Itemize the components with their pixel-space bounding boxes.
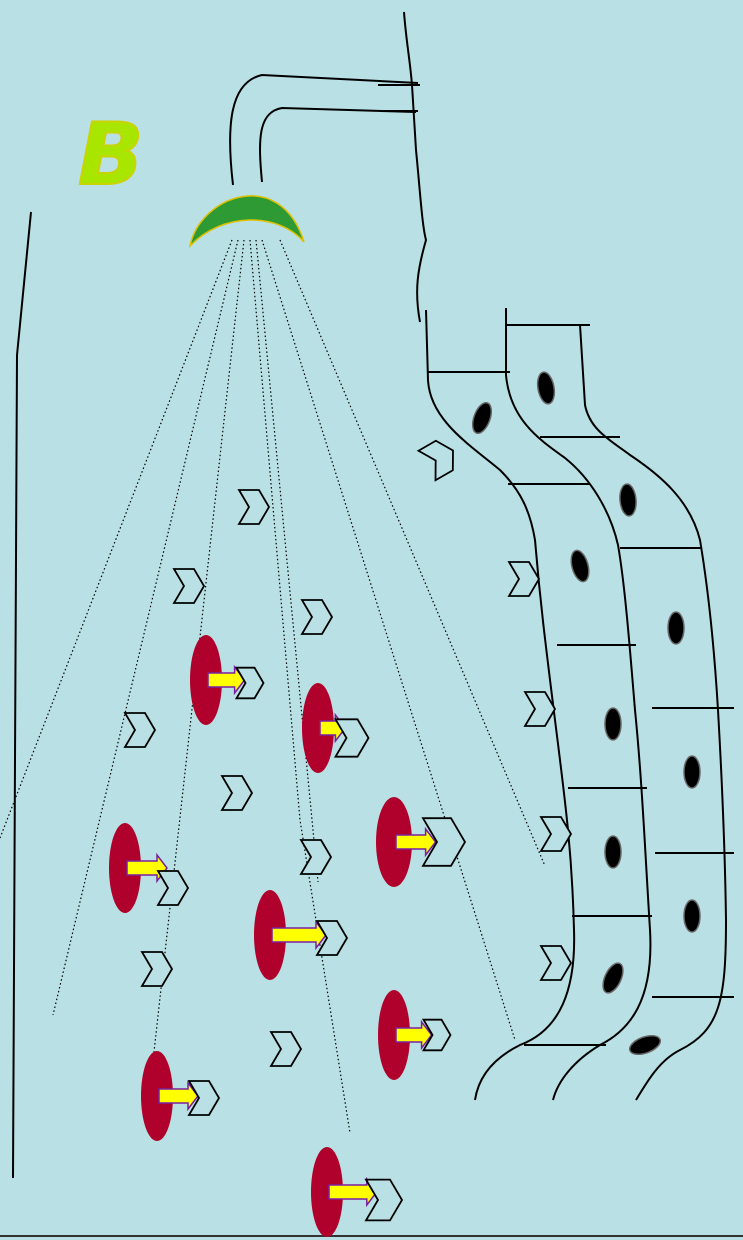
open-chevron-icon [172, 568, 206, 604]
open-chevron-icon [300, 599, 334, 635]
spray-lines [0, 239, 546, 1134]
open-chevron-icon [299, 839, 333, 875]
cell-nucleus-icon [604, 835, 622, 869]
cell-nucleus-icon [471, 401, 493, 435]
left-boundary-line [12, 211, 32, 1179]
yellow-arrow-icon [395, 826, 437, 858]
open-chevron-icon [539, 816, 573, 852]
open-chevron-icon [421, 817, 467, 867]
cell-layers [425, 308, 734, 1101]
open-chevron-icon [140, 951, 174, 987]
red-particle-icon [254, 890, 286, 980]
red-particles [109, 635, 467, 1237]
cell-nucleus-icon [604, 707, 622, 741]
cell-nucleus-icon [536, 371, 556, 405]
red-particle-group [311, 1147, 404, 1237]
cell-nucleus-icon [683, 899, 701, 933]
red-particle-icon [376, 797, 412, 887]
open-chevron-icon [539, 945, 573, 981]
open-chevron-icon [315, 920, 349, 956]
cell-nucleus-icon [667, 611, 685, 645]
open-chevron-icon [507, 561, 541, 597]
cell-nucleus-icon [619, 483, 637, 517]
open-chevrons [123, 439, 573, 1067]
red-particle-group [109, 823, 190, 913]
open-chevron-icon [187, 1080, 221, 1116]
cell-nucleus-icon [683, 755, 701, 789]
red-particle-icon [109, 823, 141, 913]
open-chevron-icon [416, 439, 454, 482]
panel-label: B [77, 105, 145, 205]
yellow-arrow-icon [207, 664, 246, 696]
shower-head-icon [188, 195, 305, 249]
red-particle-group [378, 990, 452, 1080]
yellow-arrow-icon [395, 1019, 433, 1051]
yellow-arrow-icon [158, 1080, 199, 1112]
open-chevron-icon [523, 691, 557, 727]
shower-pipe [229, 73, 419, 186]
yellow-arrow-icon [271, 919, 327, 951]
red-particle-icon [311, 1147, 343, 1237]
cell-nucleus-icon [602, 962, 624, 994]
red-particle-group [376, 797, 467, 887]
open-chevron-icon [234, 666, 265, 700]
red-particle-icon [190, 635, 222, 725]
open-chevron-icon [123, 712, 157, 748]
open-chevron-icon [220, 775, 254, 811]
cell-nucleus-icon [570, 549, 590, 583]
open-chevron-icon [364, 1178, 404, 1222]
red-particle-group [302, 683, 370, 773]
red-particle-icon [141, 1051, 173, 1141]
cell-nucleus-icon [628, 1034, 662, 1056]
red-particle-icon [302, 683, 334, 773]
cell-nuclei [471, 371, 701, 1056]
yellow-arrow-icon [328, 1176, 378, 1208]
open-chevron-icon [156, 870, 190, 906]
red-particle-group [254, 890, 349, 980]
open-chevron-icon [421, 1018, 452, 1052]
open-chevron-icon [237, 489, 271, 525]
wall-line [378, 11, 428, 323]
red-particle-group [141, 1051, 221, 1141]
red-particle-icon [378, 990, 410, 1080]
open-chevron-icon [333, 718, 370, 758]
red-particle-group [190, 635, 265, 725]
open-chevron-icon [269, 1031, 303, 1067]
